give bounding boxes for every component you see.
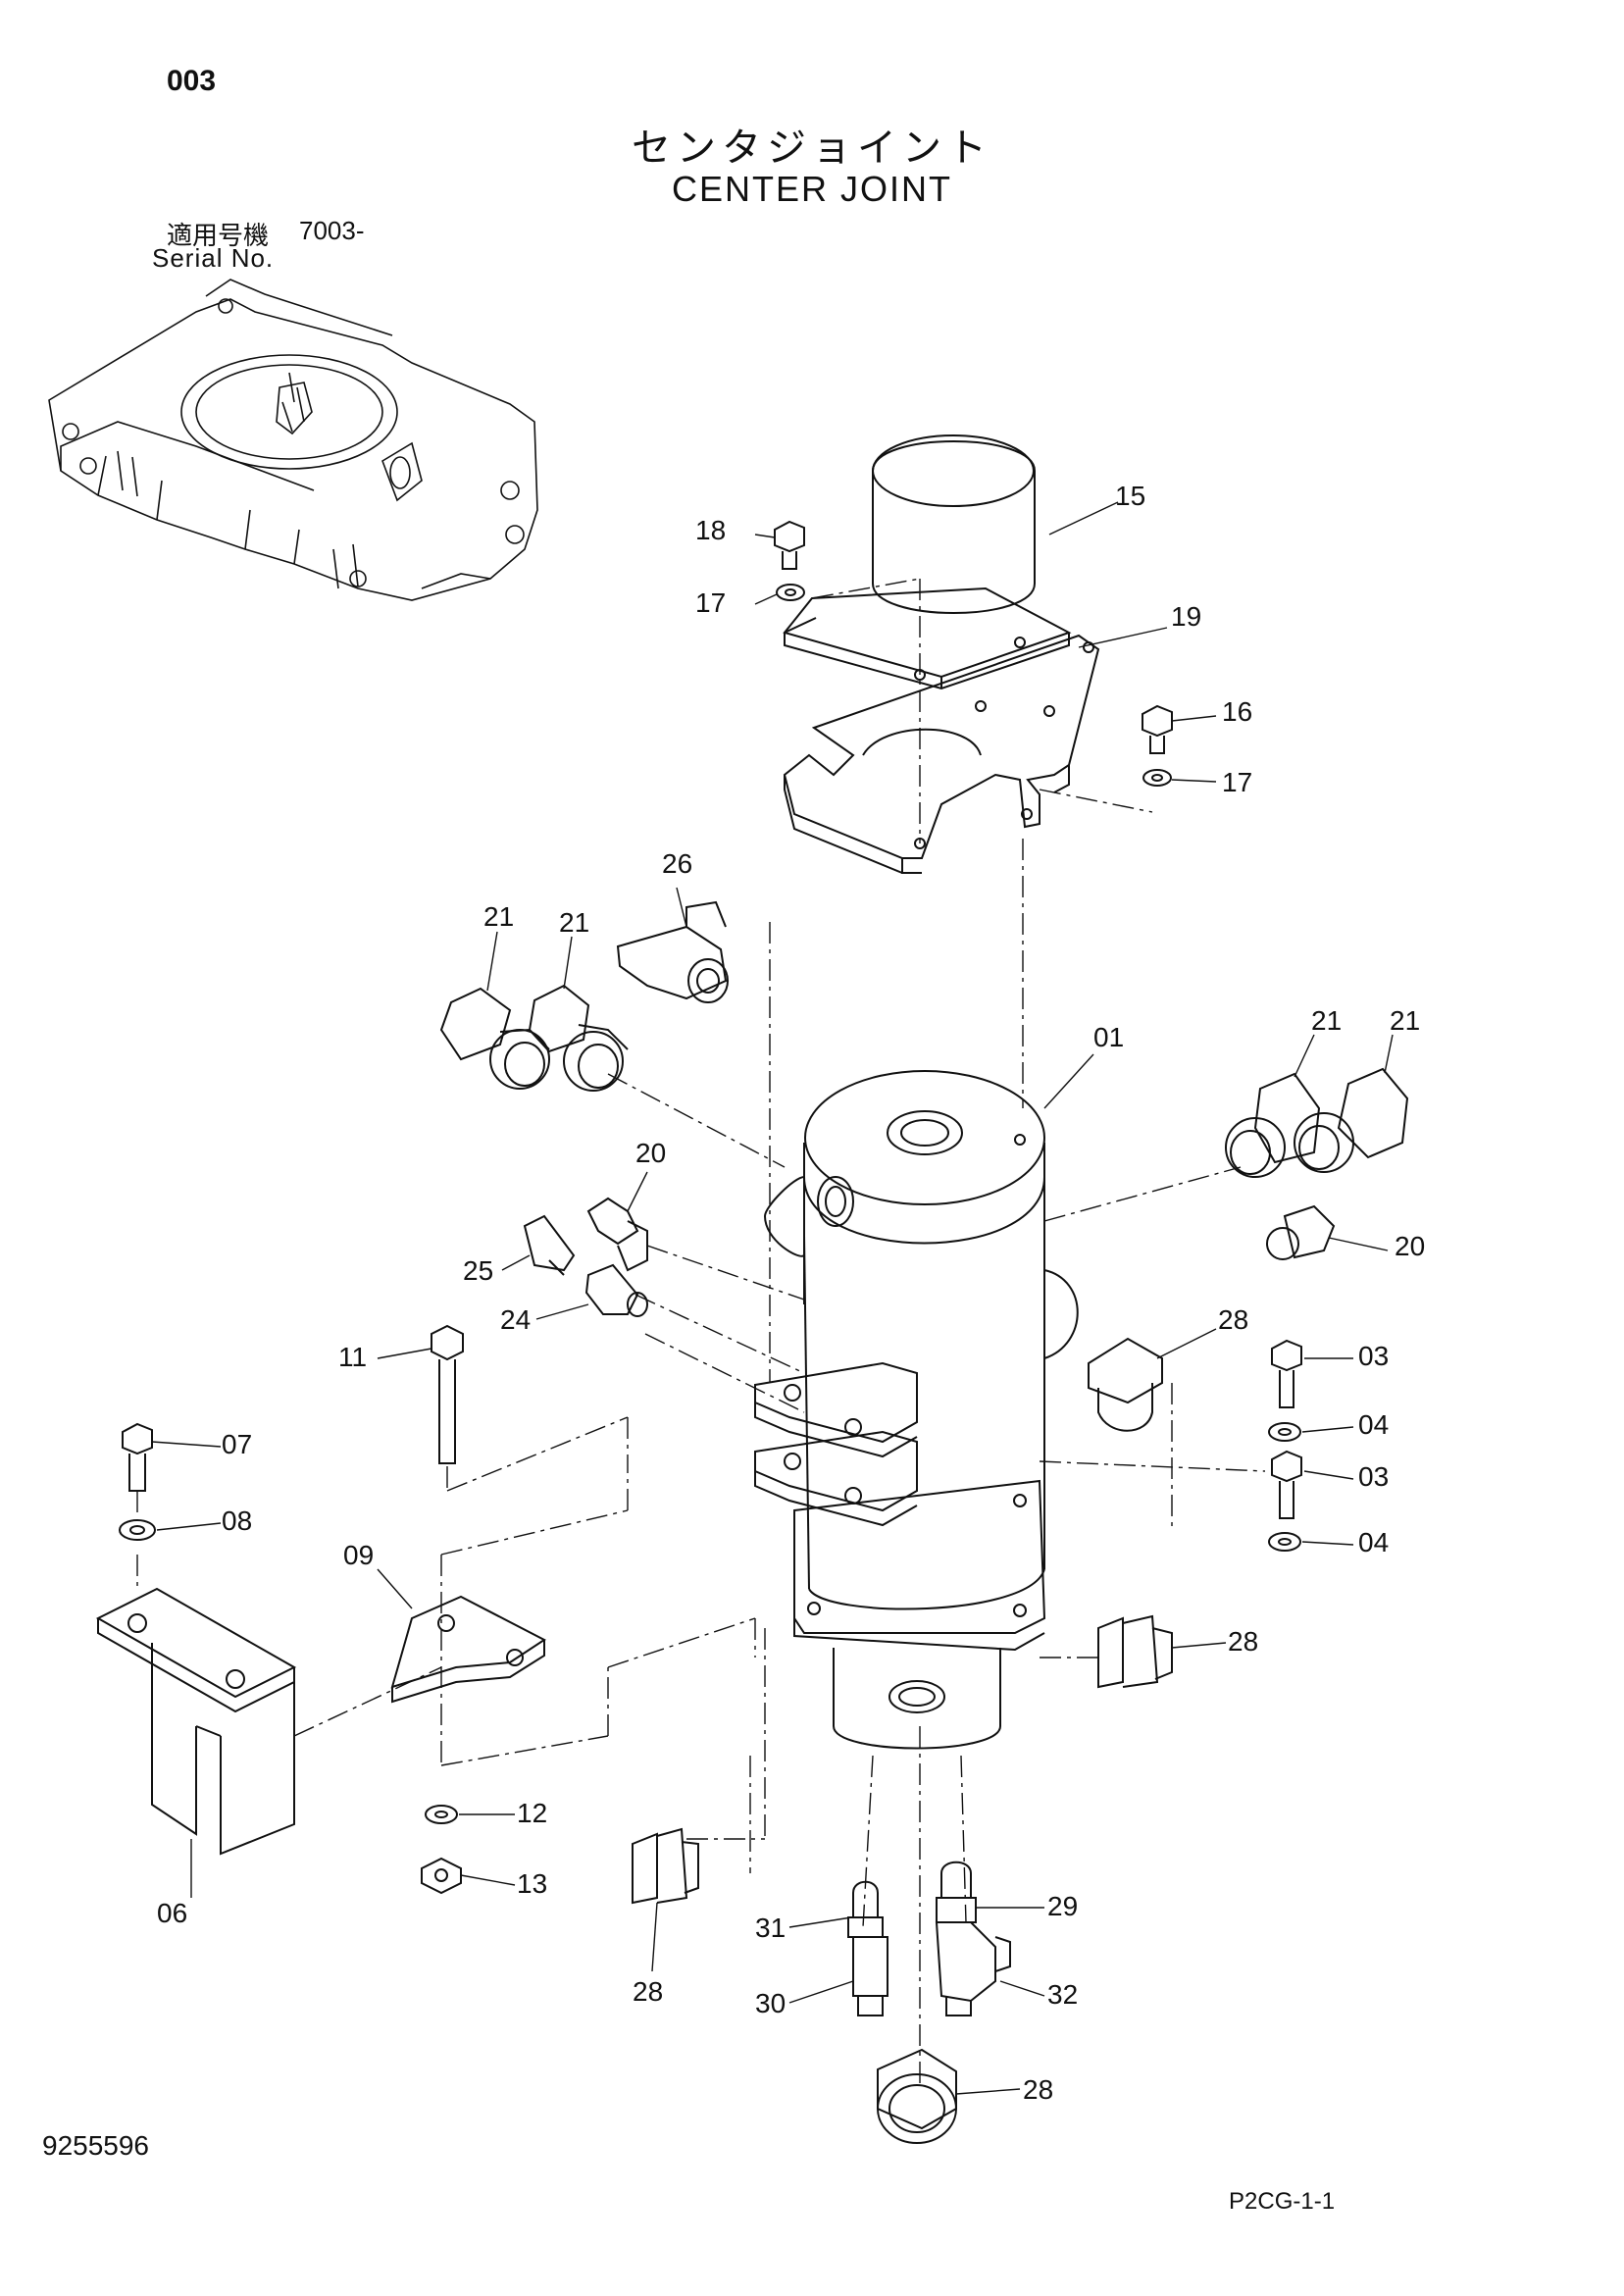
part-30-valve [852,1936,888,2016]
part-19-bracket [783,634,1100,874]
callout-16: 16 [1222,696,1252,727]
callout-04: 04 [1358,1409,1389,1440]
callout-20: 20 [1395,1231,1425,1261]
callout-08: 08 [222,1505,252,1536]
callout-07: 07 [222,1429,252,1459]
title-japanese: センタジョイント [632,126,992,171]
part-28-plug-lower-left [632,1827,699,1905]
drawing-number: 9255596 [42,2130,150,2161]
callout-15: 15 [1115,481,1145,511]
part-09-plate [390,1595,546,1704]
part-03-bolt-a [1271,1339,1302,1408]
serial-label-english: Serial No. [152,243,275,273]
callout-19: 19 [1171,601,1201,632]
callout-32: 32 [1047,1979,1078,2010]
callout-numbers: 15 19 16 17 18 17 26 21 21 21 21 01 20 2… [157,481,1425,2105]
serial-value: 7003- [299,216,365,245]
assembly-centerlines [136,578,1266,2089]
callout-11: 11 [338,1342,367,1372]
callout-28: 28 [1023,2074,1053,2105]
sheet-code: P2CG-1-1 [1229,2188,1336,2215]
part-20-fitting-left [586,1197,648,1272]
callout-26: 26 [662,848,692,879]
part-28-plug-bottom [877,2048,957,2144]
callout-31: 31 [755,1913,786,1943]
callout-01: 01 [1093,1022,1124,1052]
part-16-bolt [1142,704,1173,754]
serial-label-japanese: 適用号機 [167,222,270,251]
part-08-washer [119,1519,156,1541]
part-03-bolt-b [1271,1450,1302,1519]
callout-04: 04 [1358,1527,1389,1557]
part-20-fitting-right [1266,1204,1336,1260]
callout-03: 03 [1358,1341,1389,1371]
part-01-center-joint-body [754,1070,1079,1750]
callout-28: 28 [1218,1304,1248,1335]
callout-09: 09 [343,1540,374,1570]
part-32-valve [935,1921,1011,2016]
callout-06: 06 [157,1898,187,1928]
callout-20: 20 [635,1138,666,1168]
part-25-fitting [523,1214,576,1276]
page-number: 003 [167,65,217,97]
part-15-cover [783,434,1072,690]
part-06-support-bracket [95,1587,297,1856]
part-07-bolt [122,1422,153,1492]
callout-30: 30 [755,1988,786,2018]
callout-21: 21 [483,901,514,932]
callout-21: 21 [559,907,589,938]
callout-leaders [151,501,1394,2095]
part-21-fitting-right-a [1225,1072,1321,1178]
part-31-fitting [847,1880,884,1938]
title-english: CENTER JOINT [671,169,952,209]
callout-18: 18 [695,515,726,545]
part-12-washer [425,1805,458,1824]
part-29-fitting [936,1861,977,1923]
callout-17: 17 [1222,767,1252,797]
part-17-washer-right [1142,769,1172,787]
callout-13: 13 [517,1868,547,1899]
callout-17: 17 [695,587,726,618]
part-28-plug-right [1097,1614,1173,1689]
callout-28: 28 [633,1976,663,2007]
part-13-nut [421,1857,462,1895]
part-28-plug-upper [1088,1337,1163,1432]
part-21-fitting-right-b [1294,1067,1409,1173]
part-17-washer-left [776,584,805,601]
callout-21: 21 [1390,1005,1420,1036]
undercarriage-locator-sketch [48,279,538,601]
part-24-fitting [584,1263,648,1317]
callout-12: 12 [517,1798,547,1828]
callout-21: 21 [1311,1005,1342,1036]
part-04-washer-b [1268,1532,1301,1552]
callout-29: 29 [1047,1891,1078,1921]
callout-25: 25 [463,1255,493,1286]
part-18-bolt [774,520,805,570]
callout-03: 03 [1358,1461,1389,1492]
part-04-washer-a [1268,1422,1301,1442]
callout-24: 24 [500,1304,531,1335]
part-11-long-bolt [431,1324,464,1464]
part-26-elbow-fitting [616,900,729,1003]
callout-28: 28 [1228,1626,1258,1657]
